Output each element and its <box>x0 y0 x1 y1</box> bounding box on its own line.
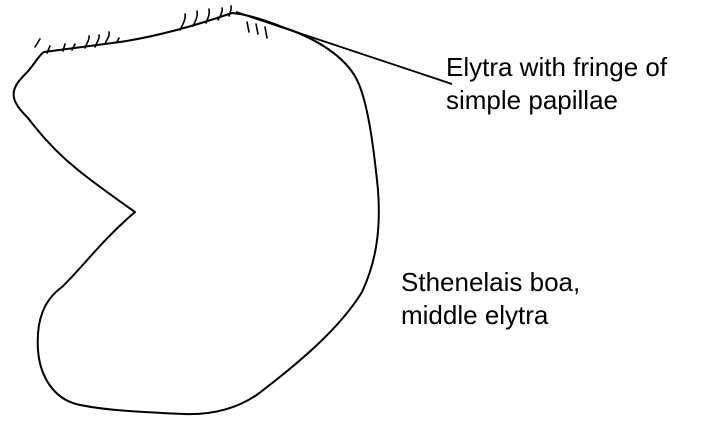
papillae-callout-label: Elytra with fringe of simple papillae <box>446 51 667 117</box>
elytra-outline <box>14 13 379 414</box>
papilla <box>229 6 231 16</box>
papilla <box>218 8 222 20</box>
specimen-caption-line-1: Sthenelais boa, <box>401 266 580 299</box>
papillae-callout-line-1: Elytra with fringe of <box>446 51 667 84</box>
papilla <box>35 39 40 47</box>
papilla <box>105 32 109 44</box>
specimen-caption: Sthenelais boa, middle elytra <box>401 266 580 332</box>
papilla <box>256 24 258 34</box>
callout-leader-line <box>236 12 452 84</box>
papilla <box>247 22 249 32</box>
papilla <box>265 27 267 38</box>
specimen-caption-line-2: middle elytra <box>401 299 580 332</box>
papillae-callout-line-2: simple papillae <box>446 84 667 117</box>
